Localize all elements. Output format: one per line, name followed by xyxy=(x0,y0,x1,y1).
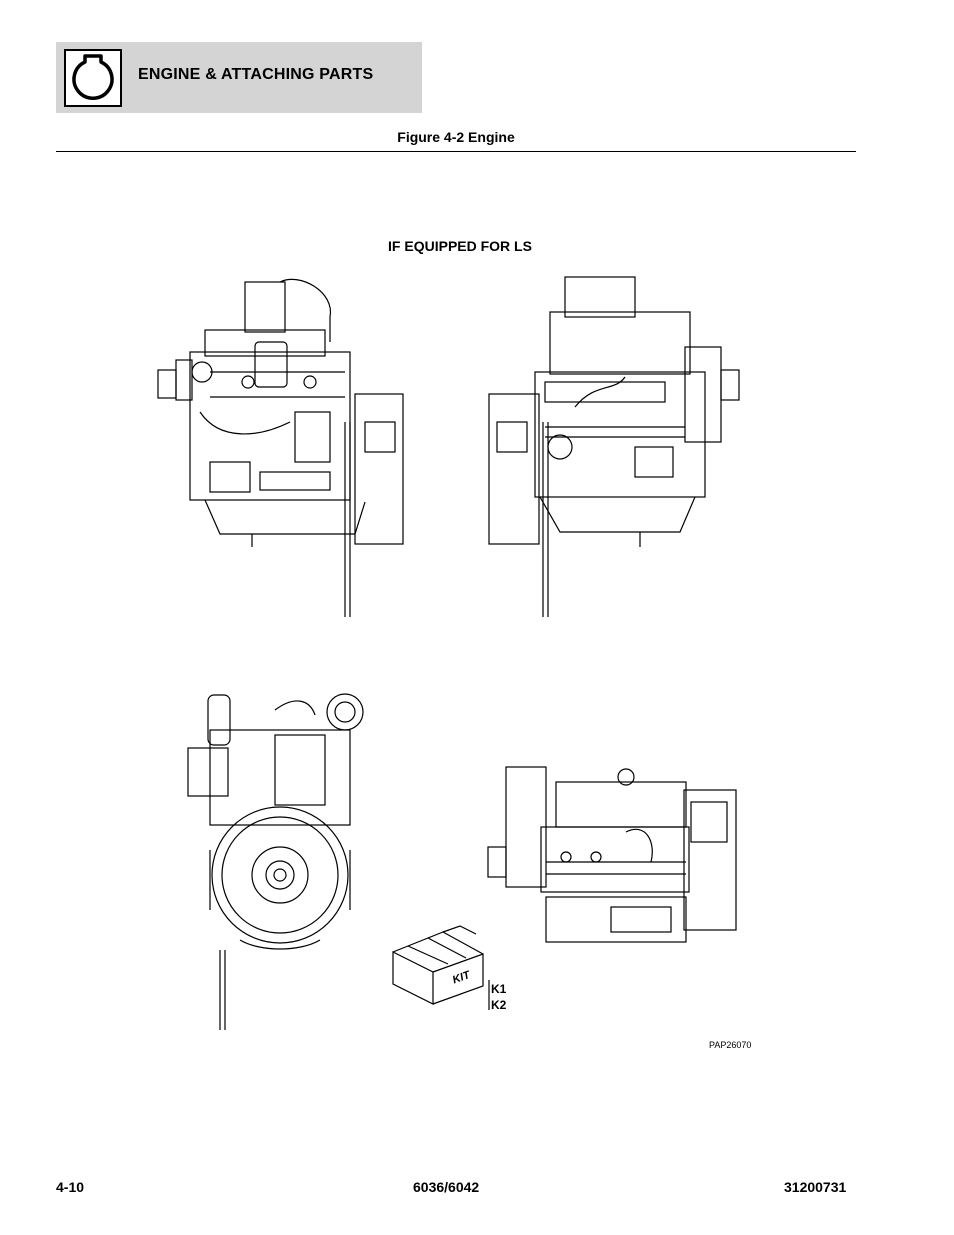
footer-model: 6036/6042 xyxy=(413,1179,480,1195)
section-title: ENGINE & ATTACHING PARTS xyxy=(138,66,374,83)
section-header: ENGINE & ATTACHING PARTS xyxy=(56,42,422,113)
engine-right-view xyxy=(488,276,740,617)
figure-title: Figure 4-2 Engine xyxy=(397,129,515,145)
kit-box: KIT xyxy=(392,925,490,1010)
footer-page-number: 4-10 xyxy=(56,1179,85,1195)
engine-left-view xyxy=(157,278,404,617)
engine-flywheel-view xyxy=(187,693,364,1030)
engine-section-icon xyxy=(64,49,122,107)
footer-doc-number: 31200731 xyxy=(784,1179,847,1195)
kit-item-k1: K1 xyxy=(491,982,507,996)
kit-box-label: KIT xyxy=(451,969,473,987)
figure-subheading: IF EQUIPPED FOR LS xyxy=(388,238,532,254)
engine-top-view xyxy=(487,766,737,943)
kit-item-k2: K2 xyxy=(491,998,507,1012)
figure-part-code: PAP26070 xyxy=(709,1040,752,1050)
header-rule xyxy=(56,151,856,152)
